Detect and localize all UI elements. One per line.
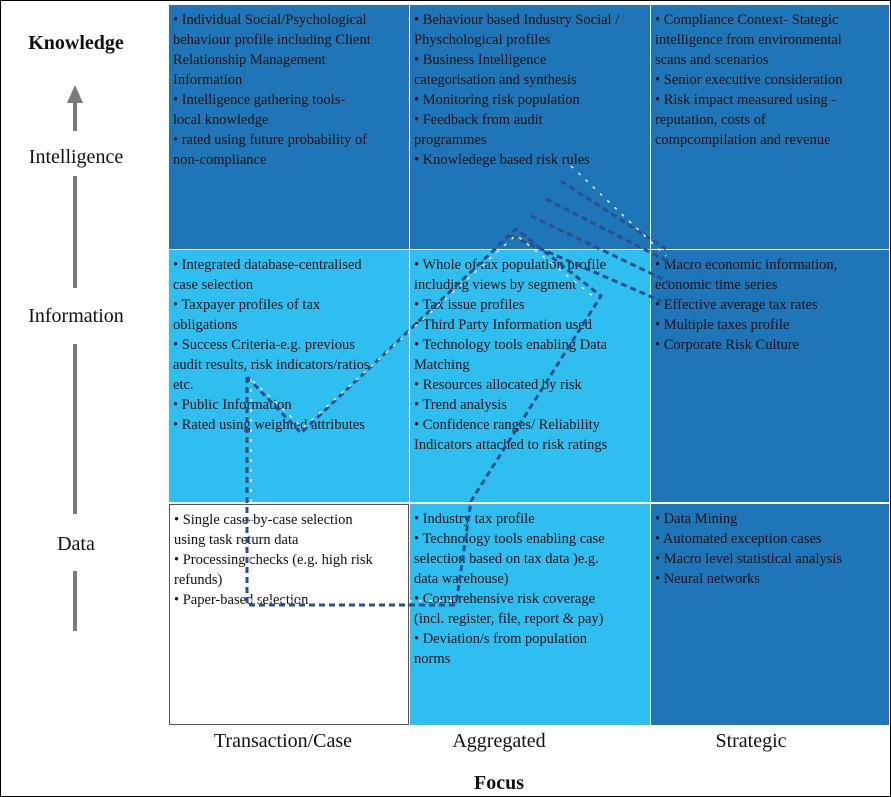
cell-text-line: • Compliance Context- Stategic (655, 12, 839, 28)
axis-title: Focus (474, 772, 524, 794)
cell-data-aggregated: • Industry tax profile • Technology tools… (410, 504, 650, 725)
cell-text-line: • Processing checks (e.g. high risk (174, 552, 373, 568)
cell-text-line: Physchological profiles (414, 32, 551, 48)
cell-text-line: non-compliance (173, 152, 267, 168)
cell-text-line: • Comprehensive risk coverage (414, 591, 596, 607)
axis-segment (73, 101, 77, 131)
cell-text-line: intelligence from environmental (655, 32, 842, 48)
cell-text-line: • Corporate Risk Culture (655, 337, 800, 353)
column-label-transaction: Transaction/Case (213, 730, 353, 752)
cell-text-line: • Individual Social/Psychological (173, 12, 367, 28)
cell-text-line: reputation, costs of (655, 112, 766, 128)
cell-text-line: • Technology tools enabling case (414, 531, 605, 547)
cell-text-line: economic time series (655, 277, 778, 293)
cell-intelligence-aggregated: • Behaviour based Industry Social / Physc… (410, 5, 650, 249)
cell-text-line: • Risk impact measured using - (655, 92, 837, 108)
cell-text-line: local knowledge (173, 112, 269, 128)
row-label-intelligence: Intelligence (28, 146, 124, 168)
column-label-strategic: Strategic (715, 730, 787, 752)
axis-segment (73, 571, 77, 631)
cell-text-line: • Rated using weighted attributes (173, 417, 365, 433)
cell-text-line: • Senior executive consideration (655, 72, 843, 88)
cell-text-line: • Third Party Information used (414, 317, 592, 333)
cell-text-line: data warehouse) (414, 571, 509, 587)
cell-text-line: Indicators attached to risk ratings (414, 437, 608, 453)
cell-text-line: • rated using future probability of (173, 132, 367, 148)
cell-text-line: • Macro economic information, (655, 257, 838, 273)
cell-text-line: • Taxpayer profiles of tax (173, 297, 321, 313)
cell-text-line: • Technology tools enabling Data (414, 337, 608, 353)
cell-intelligence-strategic: • Compliance Context- Stategic intelligen… (651, 5, 889, 249)
cell-text-line: • Intelligence gathering tools- (173, 92, 346, 108)
column-label-aggregated: Aggregated (452, 730, 546, 752)
cell-information-aggregated: • Whole of tax population profile includi… (410, 250, 650, 502)
cell-text-line: • Resources allocated by risk (414, 377, 582, 393)
cell-text-line: audit results, risk indicators/ratios (173, 357, 370, 373)
cell-text-line: categorisation and synthesis (414, 72, 577, 88)
cell-text-line: • Monitoring risk population (414, 92, 580, 108)
cell-text-line: • Knowledege based risk rules (414, 152, 590, 168)
cell-text-line: etc. (173, 377, 194, 393)
cell-text-line: • Feedback from audit (414, 112, 543, 128)
cell-information-transaction: • Integrated database-centralised case se… (169, 250, 409, 502)
cell-data-strategic: • Data Mining • Automated exception cases… (651, 504, 889, 725)
cell-text-line: • Trend analysis (414, 397, 507, 413)
cell-information-strategic: • Macro economic information, economic ti… (651, 250, 889, 502)
cell-text-line: programmes (414, 132, 487, 148)
cell-data-transaction: • Single case-by-case selection using tas… (169, 504, 409, 725)
cell-text-line: • Data Mining (655, 511, 738, 527)
up-arrow-icon (67, 85, 83, 103)
cell-text-line: • Paper-based selection (174, 592, 309, 608)
cell-text-line: • Effective average tax rates (655, 297, 818, 313)
cell-text-line: • Integrated database-centralised (173, 257, 362, 273)
cell-text-line: • Multiple taxes profile (655, 317, 790, 333)
cell-text-line: • Behaviour based Industry Social / (414, 12, 620, 28)
cell-text-line: norms (414, 651, 451, 667)
cell-text-line: using task return data (174, 532, 299, 548)
cell-text-line: • Whole of tax population profile (414, 257, 607, 273)
cell-text-line: behaviour profile including Client (173, 32, 371, 48)
cell-text-line: • Confidence ranges/ Reliability (414, 417, 600, 433)
cell-text-line: • Deviation/s from population (414, 631, 588, 647)
cell-text-line: Matching (414, 357, 470, 373)
cell-text-line: • Business Intelligence (414, 52, 547, 68)
row-label-information: Information (28, 305, 124, 327)
cell-text-line: including views by segment (414, 277, 577, 293)
cell-text-line: • Automated exception cases (655, 531, 822, 547)
cell-text-line: • Tax issue profiles (414, 297, 525, 313)
cell-text-line: • Success Criteria-e.g. previous (173, 337, 355, 353)
cell-intelligence-transaction: • Individual Social/Psychological behavio… (169, 5, 409, 249)
cell-text-line: case selection (173, 277, 254, 293)
cell-text-line: selection based on tax data )e.g. (414, 551, 599, 567)
cell-text-line: • Single case-by-case selection (174, 512, 353, 528)
cell-text-line: • Industry tax profile (414, 511, 535, 527)
cell-text-line: compcompilation and revenue (655, 132, 831, 148)
cell-text-line: (incl. register, file, report & pay) (414, 611, 604, 627)
cell-text-line: • Public Information (173, 397, 292, 413)
row-label-data: Data (57, 533, 95, 555)
cell-text-line: • Macro level statistical analysis (655, 551, 843, 567)
cell-text-line: • Neural networks (655, 571, 760, 587)
cell-text-line: Information (173, 72, 243, 88)
row-label-knowledge: Knowledge (28, 32, 124, 54)
axis-segment (73, 344, 77, 514)
cell-text-line: obligations (173, 317, 238, 333)
cell-text-line: scans and scenarios (655, 52, 769, 68)
cell-text-line: Relationship Management (173, 52, 326, 68)
cell-text-line: refunds) (174, 572, 223, 588)
axis-segment (73, 176, 77, 288)
